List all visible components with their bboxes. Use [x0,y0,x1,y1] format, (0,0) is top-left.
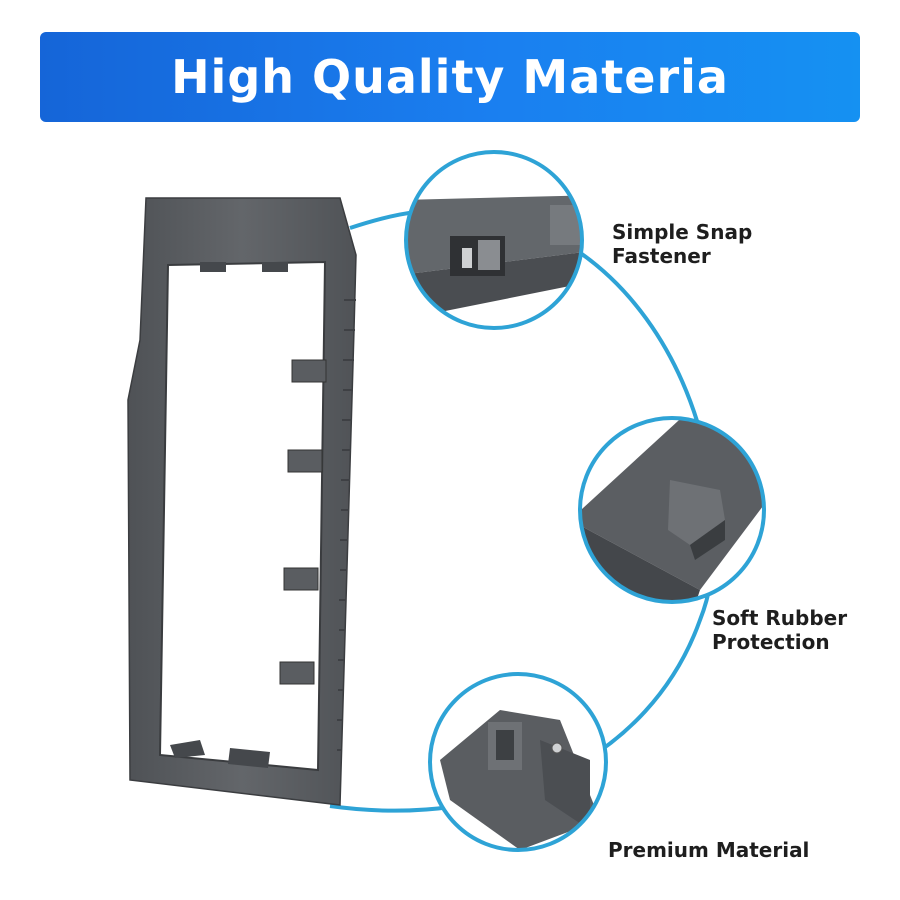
callout-rubber-line2: Protection [712,630,830,654]
title-banner: High Quality Materia [40,32,860,122]
detail-circle-rubber [578,416,766,604]
detail-circle-snap [404,150,584,330]
callout-premium-material: Premium Material [608,838,809,862]
callout-snap-line1: Simple Snap [612,220,753,244]
callout-soft-rubber: Soft Rubber Protection [712,606,847,654]
callout-rubber-line1: Soft Rubber [712,606,848,630]
callout-snap-line2: Fastener [612,244,711,268]
callout-premium-line1: Premium Material [608,838,810,862]
detail-circle-premium [428,672,608,852]
callout-snap-fastener: Simple Snap Fastener [612,220,752,268]
banner-title: High Quality Materia [171,50,729,104]
filter-frame [127,197,357,806]
